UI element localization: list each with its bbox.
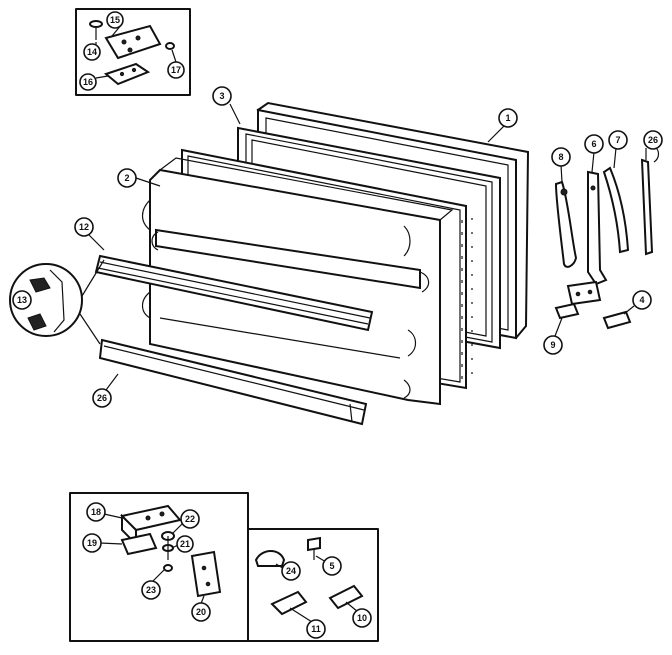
callout-label: 15	[110, 15, 120, 25]
lower-door-trim	[98, 338, 368, 426]
callout-label: 22	[185, 514, 195, 524]
callout-12: 12	[74, 217, 94, 237]
callout-label: 4	[639, 295, 644, 305]
callout-21: 21	[176, 535, 194, 553]
callouts: 1 2 3 4 5 6 7 8	[12, 11, 663, 639]
callout-23: 23	[141, 580, 161, 600]
callout-label: 10	[357, 613, 367, 623]
detail-magnifier	[9, 259, 105, 345]
callout-7: 7	[608, 130, 628, 150]
callout-label: 19	[87, 538, 97, 548]
callout-label: 6	[591, 139, 596, 149]
callout-label: 7	[615, 135, 620, 145]
callout-26-trim: 26	[92, 388, 112, 408]
callout-label: 11	[311, 624, 321, 634]
right-hardware	[554, 145, 660, 330]
callout-2: 2	[117, 168, 137, 188]
callout-3: 3	[212, 86, 232, 106]
callout-4: 4	[632, 290, 652, 310]
callout-label: 3	[219, 91, 224, 101]
callout-label: 24	[286, 566, 296, 576]
callout-label: 13	[17, 295, 27, 305]
inner-door-liner	[141, 148, 473, 406]
callout-18: 18	[86, 502, 106, 522]
inset-bottom-parts	[247, 528, 379, 642]
callout-label: 9	[550, 340, 555, 350]
inset-top-hinge	[75, 8, 191, 96]
callout-label: 14	[87, 47, 97, 57]
callout-label: 23	[146, 585, 156, 595]
callout-14: 14	[83, 43, 101, 61]
callout-11: 11	[306, 619, 326, 639]
door-assembly	[94, 101, 530, 426]
callout-label: 16	[83, 77, 93, 87]
callout-label: 26	[97, 393, 107, 403]
callout-17: 17	[167, 61, 185, 79]
callout-label: 21	[180, 539, 190, 549]
callout-label: 18	[91, 507, 101, 517]
callout-13: 13	[12, 290, 32, 310]
callout-label: 8	[558, 152, 563, 162]
callout-8: 8	[551, 147, 571, 167]
callout-19: 19	[82, 533, 102, 553]
callout-label: 20	[196, 607, 206, 617]
callout-20: 20	[191, 602, 211, 622]
callout-5: 5	[322, 556, 342, 576]
callout-label: 5	[329, 561, 334, 571]
callout-label: 17	[171, 65, 181, 75]
callout-10-bottom: 10	[352, 608, 372, 628]
callout-24: 24	[281, 561, 301, 581]
callout-label: 26	[648, 135, 658, 145]
callout-22-label: 22	[180, 509, 200, 529]
callout-label: 2	[124, 173, 129, 183]
callout-26-right: 26	[643, 130, 663, 150]
callout-15: 15	[106, 11, 124, 29]
callout-16: 16	[79, 73, 97, 91]
callout-6: 6	[584, 134, 604, 154]
callout-label: 1	[505, 113, 510, 123]
callout-1: 1	[498, 108, 518, 128]
callout-label: 12	[79, 222, 89, 232]
door-shelf-rail	[94, 254, 374, 332]
callout-9: 9	[543, 335, 563, 355]
